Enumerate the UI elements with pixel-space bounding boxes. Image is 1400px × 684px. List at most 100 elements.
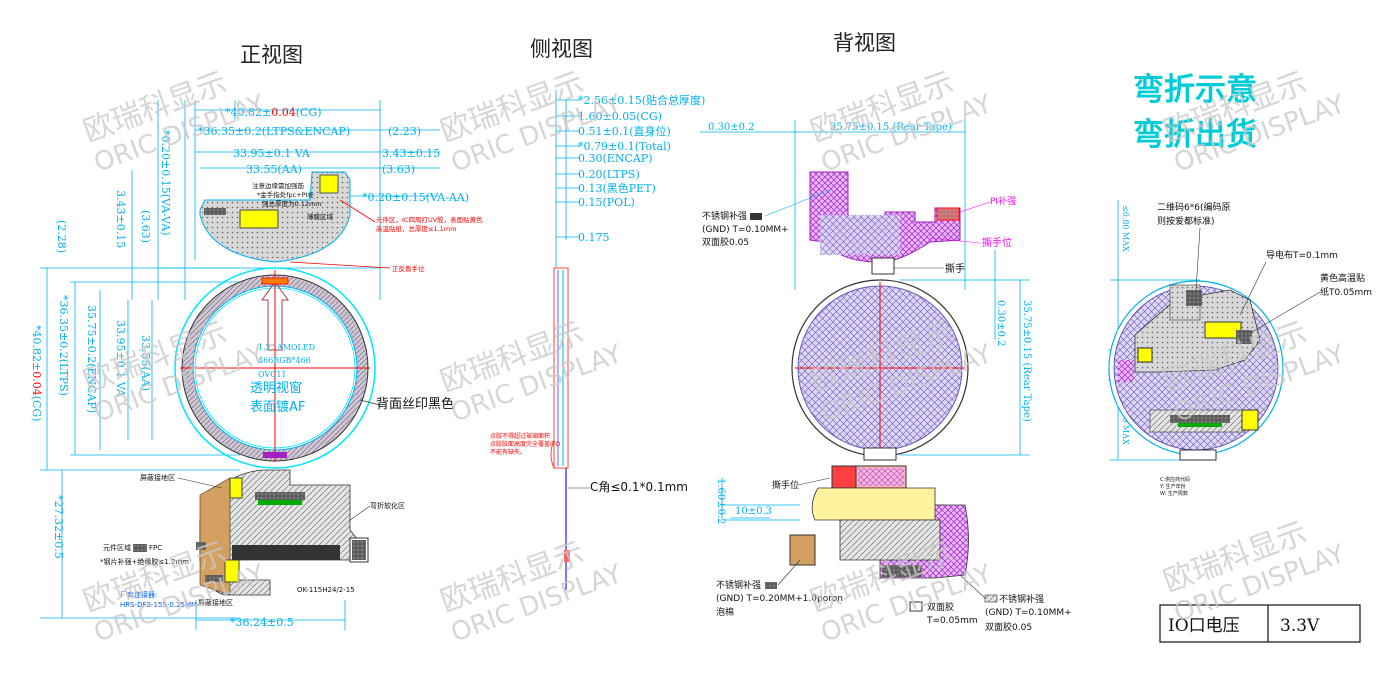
- bend-qr-code: [1186, 290, 1202, 306]
- side-dim-ltps: 0.20(LTPS): [578, 168, 640, 181]
- front-note-red-2: 高温贴纸，总厚度≤1.1mm: [376, 224, 456, 233]
- front-label-comp-1: 元件区域: [103, 543, 131, 552]
- io-voltage-table: IO口电压 3.3V: [1159, 604, 1361, 643]
- bend-tiny-2: Y: 生产年份: [1159, 483, 1186, 490]
- back-label-pull-3: 撕手位: [772, 479, 799, 491]
- bend-yellow-sticker: [1204, 321, 1242, 339]
- back-stiffener-red: [831, 465, 857, 489]
- front-fpc-stiffener: [199, 477, 231, 596]
- front-view: *40.82±0.04(CG) *36.35±0.2(LTPS&ENCAP) (…: [30, 100, 483, 630]
- front-dim-aa: 33.55(AA): [246, 163, 302, 176]
- back-double-tape-2: T=0.05mm: [926, 616, 978, 626]
- side-dim-straight: 0.51±0.1(直身位): [578, 124, 671, 138]
- back-double-tape-1: 双面胶: [927, 601, 954, 613]
- front-top-tab: [319, 174, 339, 194]
- bend-dim-max-1: ≤0.80 MAX: [1121, 205, 1130, 252]
- front-dim-v-encap: 35.75±0.2(ENCAP): [85, 305, 98, 413]
- front-label-connector-vendor: 厂商连接器:: [120, 590, 157, 599]
- title-bend-shipping: 弯折出货: [1133, 117, 1257, 153]
- back-steel2-1: 不锈钢补强: [716, 579, 761, 591]
- front-dim-v-27-32: *27.32±0.5: [52, 495, 65, 559]
- front-label-comp-3: *钢片补强+绝缘胶≤1.2mm: [100, 557, 189, 566]
- side-corner-spec: C角≤0.1*0.1mm: [590, 480, 688, 494]
- front-dim-v-3-63: (3.63): [139, 210, 152, 243]
- bend-label-qr-1: 二维码6*6(编码原: [1157, 201, 1230, 213]
- io-voltage-value: 3.3V: [1280, 616, 1320, 636]
- front-dim-v-3-43: 3.43±0.15: [114, 190, 127, 248]
- front-dim-ltps-encap: *36.35±0.2(LTPS&ENCAP): [198, 125, 350, 138]
- front-label-pull-tab: 正反撕手位: [392, 264, 425, 273]
- front-dim-v-2-28: (2.28): [55, 220, 68, 253]
- side-dim-pol: 0.15(POL): [578, 196, 635, 209]
- front-label-ic-area: 薄膜区域: [307, 212, 334, 221]
- front-dim-3-43: 3.43±0.15: [382, 147, 440, 160]
- back-steel2-2: (GND) T=0.20MM+1.0poron: [716, 594, 843, 604]
- front-note-fpc-3: 强总厚度为0.12mm: [262, 199, 322, 208]
- back-label-pull: 撕手位: [982, 236, 1012, 249]
- front-label-comp-2: FPC: [149, 544, 162, 552]
- front-fpc-yellow-1: [229, 477, 243, 499]
- side-note-1: 点胶不得超过玻璃面积: [490, 432, 550, 440]
- title-back-view: 背视图: [833, 31, 896, 55]
- front-note-fpc-1: 注意边缘需加强筋: [252, 181, 305, 190]
- front-note-red-1: 元件区，IC四周打UV胶，表面贴黄色: [376, 215, 483, 224]
- front-window-label-1: 透明视窗: [250, 380, 302, 396]
- front-dim-va-aa: *0.20±0.15(VA-AA): [362, 191, 469, 204]
- front-top-yellow-sticker: [239, 209, 279, 229]
- front-fpc-component-block: [232, 545, 340, 560]
- back-dim-rear-h: 35.75±0.15 (Rear Tape): [830, 122, 952, 133]
- front-dim-va: 33.95±0.1 VA: [233, 147, 311, 160]
- front-panel-label-3: OVC11: [258, 370, 287, 379]
- front-label-emi-2: 屏蔽接地区: [198, 598, 233, 607]
- back-dim-1-60: 1.60±0.2: [715, 478, 726, 525]
- front-dim-v-cg: *40.82±0.04(CG): [30, 325, 43, 422]
- front-dim-v-va2: 33.95±0.1 VA: [114, 320, 127, 398]
- back-dim-10: 10±0.3: [735, 506, 772, 517]
- side-dim-0-175: 0.175: [578, 231, 610, 244]
- front-silkscreen-label: 背面丝印黑色: [376, 396, 454, 412]
- front-dim-bottom: *36.24±0.5: [230, 616, 294, 629]
- io-voltage-label: IO口电压: [1168, 616, 1240, 636]
- side-note-3: 不能有缺失。: [490, 448, 526, 456]
- back-view: 0.30±0.2 35.75±0.15 (Rear Tape) 35.75±0.…: [700, 120, 1072, 633]
- back-steel2-3: 泡棉: [716, 606, 734, 618]
- side-dim-total: *0.79±0.1(Total): [578, 140, 671, 153]
- front-label-emi: 屏蔽接地区: [140, 473, 175, 482]
- side-dim-encap: 0.30(ENCAP): [578, 152, 653, 165]
- back-steel-3: 双面胶0.05: [702, 236, 749, 248]
- front-window-label-2: 表面镀AF: [250, 399, 305, 415]
- back-steel-2: (GND) T=0.10MM+: [702, 225, 789, 235]
- back-bottom-stiffener: [879, 504, 969, 579]
- front-label-connector-part: OK-115H24/2-15: [297, 586, 355, 594]
- back-dim-v-0-30: 0.30±0.2: [995, 300, 1006, 347]
- side-dim-cg: 1.60±0.05(CG): [578, 110, 662, 123]
- front-dim-2-23: (2.23): [388, 125, 421, 138]
- front-pull-arrow: [261, 281, 289, 351]
- back-steel3-3: 双面胶0.05: [985, 621, 1032, 633]
- side-note-2: 点胶胶面高度完全覆盖ITO: [490, 440, 560, 448]
- front-dim-3-63: (3.63): [382, 163, 415, 176]
- bend-tiny-1: C:供应商代码: [1160, 476, 1190, 483]
- title-front-view: 正视图: [240, 43, 303, 67]
- back-label-pull-2: 撕手: [945, 262, 965, 275]
- title-bend-illustration: 弯折示意: [1133, 72, 1257, 108]
- front-dim-v-ltps: *36.35±0.2(LTPS): [57, 295, 70, 396]
- bend-label-yellow-2: 纸T0.05mm: [1320, 286, 1372, 298]
- front-label-bend: 弯折软化区: [370, 501, 405, 510]
- bend-label-yellow-1: 黄色高温贴: [1320, 272, 1365, 284]
- bend-dim-max-2: ≤0.80 MAX: [1121, 398, 1130, 445]
- back-bottom-fpc: [811, 487, 946, 521]
- front-panel-label-1: 1.2" AMOLED: [258, 343, 315, 352]
- front-top-connector: [204, 208, 226, 215]
- back-label-pi: PI补强: [990, 195, 1016, 207]
- title-side-view: 侧视图: [530, 37, 593, 61]
- front-glass-outline: [174, 267, 376, 469]
- front-note-fpc-2: *金手指处fpc+PI补: [257, 190, 315, 199]
- bend-label-qr-2: 则按爱都标准): [1157, 215, 1215, 227]
- bend-label-conductive: 导电布T=0.1mm: [1266, 249, 1338, 261]
- back-steel-1: 不锈钢补强: [702, 210, 747, 222]
- side-view: *2.56±0.15(贴合总厚度) 1.60±0.05(CG) 0.51±0.1…: [490, 90, 705, 590]
- bend-fpc-folded: [1134, 289, 1261, 373]
- bend-view: ≤0.80 MAX ≤0.80 MAX 二维码6*6(编码原 则按爱都标准) 导…: [1108, 200, 1372, 497]
